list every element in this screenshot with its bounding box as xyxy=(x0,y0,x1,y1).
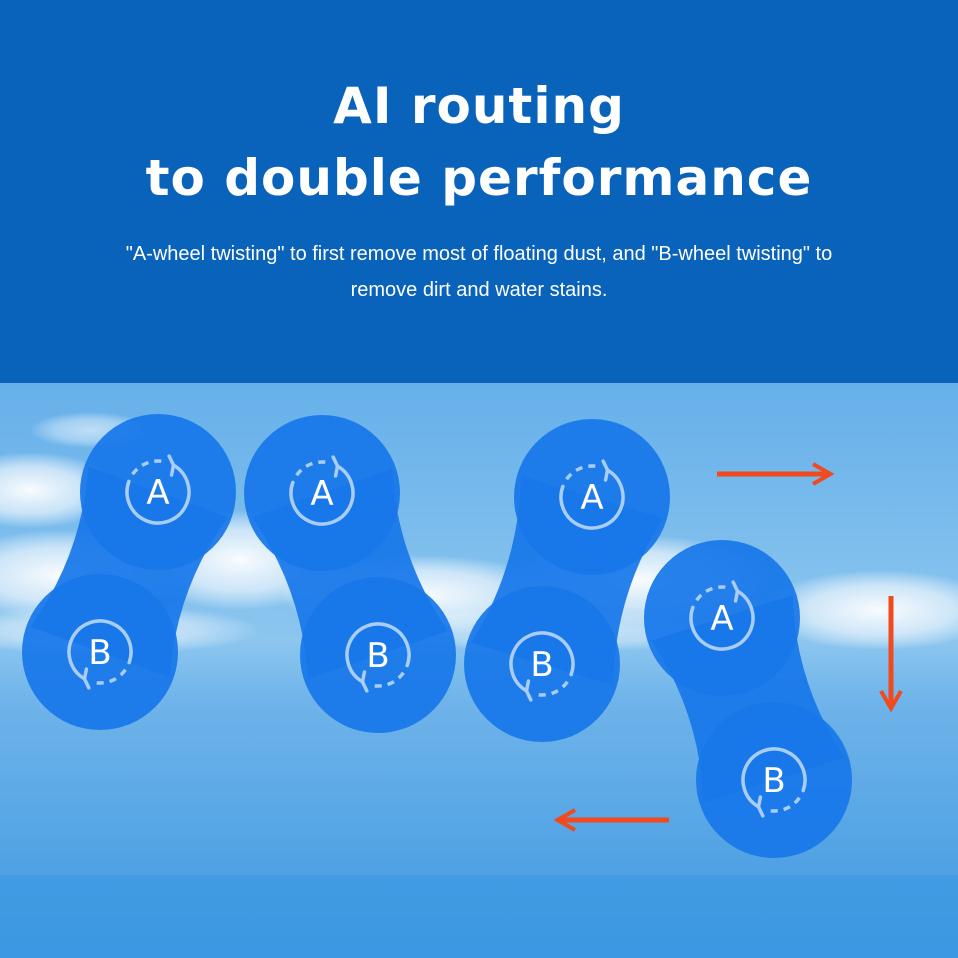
cleaning-pad-4: AB xyxy=(644,540,852,858)
title-line-2: to double performance xyxy=(145,149,813,207)
wheel-b-icon: B xyxy=(741,747,807,818)
wheel-a-icon: A xyxy=(689,580,755,651)
wheel-b-icon: B xyxy=(509,631,575,702)
wheel-b-icon: B xyxy=(67,619,133,690)
cleaning-pad-1: AB xyxy=(22,414,236,730)
wheel-b-icon-label: B xyxy=(530,645,553,685)
cleaning-pad-3: AB xyxy=(464,419,670,742)
route-arrows xyxy=(553,462,903,832)
title-line-1: AI routing xyxy=(333,77,625,135)
wheel-a-icon-label: A xyxy=(580,478,603,518)
wheel-a-icon-label: A xyxy=(146,473,169,513)
wheel-b-icon-label: B xyxy=(762,761,785,801)
wheel-a-icon-label: A xyxy=(310,474,333,514)
wheel-b-icon: B xyxy=(345,622,411,693)
description-text: "A-wheel twisting" to first remove most … xyxy=(125,243,833,301)
header-banner: AI routing to double performance "A-whee… xyxy=(0,0,958,383)
wheel-a-icon: A xyxy=(125,454,191,525)
wheel-b-icon-label: B xyxy=(88,633,111,673)
wheel-b-icon-label: B xyxy=(366,636,389,676)
wheel-a-icon-label: A xyxy=(710,599,733,639)
wheel-a-icon: A xyxy=(289,455,355,526)
cleaning-pad-2: AB xyxy=(244,415,456,733)
wheel-a-icon: A xyxy=(559,459,625,530)
